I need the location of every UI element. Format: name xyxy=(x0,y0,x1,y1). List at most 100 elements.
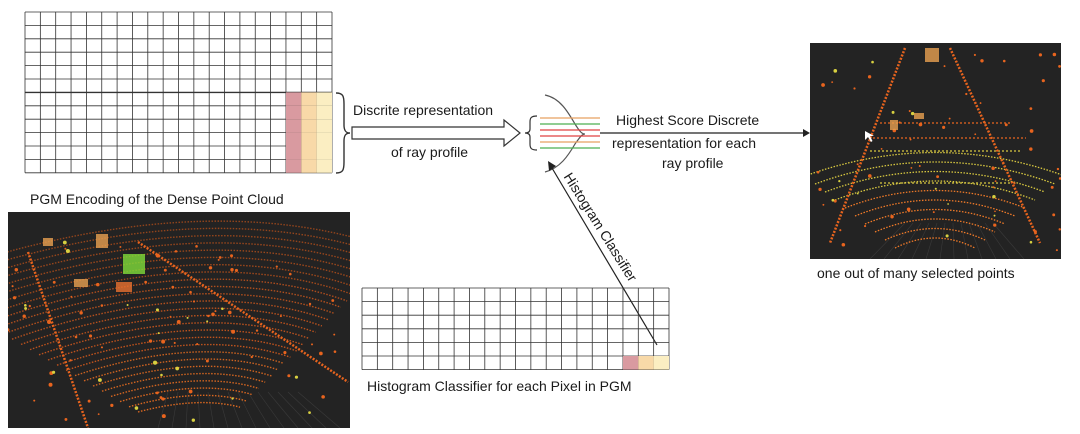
pointcloud-point xyxy=(87,399,91,403)
pgm-highlight-cell xyxy=(285,159,302,173)
pointcloud-point xyxy=(979,102,982,104)
pointcloud-scan-arc xyxy=(29,314,316,351)
pointcloud-scan-arc xyxy=(92,365,272,387)
pointcloud-floor-line xyxy=(992,222,1025,259)
pointcloud-point xyxy=(24,304,27,307)
pointcloud-point xyxy=(8,328,10,332)
pointcloud-point xyxy=(24,306,28,310)
pointcloud-scan-arc xyxy=(65,343,291,372)
pointcloud-point xyxy=(155,391,159,395)
pointcloud-point xyxy=(171,285,175,289)
pointcloud-point xyxy=(100,304,104,307)
pointcloud-road-edge xyxy=(26,251,90,428)
pointcloud-point xyxy=(230,254,234,258)
pointcloud-point xyxy=(838,179,841,183)
pgm-highlight-cell xyxy=(316,105,332,120)
pointcloud-scan-arc xyxy=(47,329,304,361)
pointcloud-road-edge xyxy=(948,47,1042,244)
pointcloud-object xyxy=(925,48,939,62)
pointcloud-point xyxy=(192,300,196,303)
pgm-highlight-cell xyxy=(301,132,317,146)
pointcloud-point xyxy=(208,266,213,270)
pointcloud-point xyxy=(822,203,825,206)
pointcloud-point xyxy=(14,268,19,272)
pointcloud-point xyxy=(308,411,311,414)
pointcloud-point xyxy=(250,355,253,359)
pointcloud-point xyxy=(980,59,984,63)
pointcloud-point xyxy=(974,133,977,136)
pointcloud-object xyxy=(914,113,924,119)
pointcloud-point xyxy=(918,164,921,167)
pointcloud-point xyxy=(119,245,122,248)
pointcloud-point xyxy=(161,397,165,401)
pointcloud-point xyxy=(880,148,883,150)
pointcloud-point xyxy=(234,268,239,273)
pointcloud-point xyxy=(221,307,224,310)
pointcloud-scan-arc xyxy=(8,242,350,277)
pointcloud-point xyxy=(947,203,949,205)
pointcloud-point xyxy=(831,198,835,202)
pointcloud-point xyxy=(230,268,234,272)
pgm-highlight-cell xyxy=(285,92,302,106)
pointcloud-floor-line xyxy=(157,391,169,428)
pointcloud-point xyxy=(97,413,100,416)
dense-point-cloud-image xyxy=(8,212,350,428)
pointcloud-point xyxy=(62,240,67,245)
pointcloud-point xyxy=(1002,161,1005,164)
pointcloud-scan-arc xyxy=(8,264,350,301)
pointcloud-object xyxy=(74,279,88,287)
pointcloud-point xyxy=(22,314,26,318)
pointcloud-scan-arc xyxy=(38,322,310,356)
pointcloud-point xyxy=(100,346,104,349)
pointcloud-point xyxy=(110,403,114,408)
pgm-highlight-cell xyxy=(316,132,332,146)
pointcloud-object xyxy=(123,254,145,274)
pgm-highlight-cell xyxy=(316,119,332,133)
pgm-highlight-cell xyxy=(285,119,302,133)
pointcloud-point xyxy=(227,310,232,315)
pointcloud-point xyxy=(942,125,946,129)
pointcloud-point xyxy=(152,360,158,365)
pointcloud-point xyxy=(1029,240,1033,244)
pointcloud-scan-arc xyxy=(11,300,329,340)
pointcloud-object xyxy=(43,238,53,246)
pointcloud-point xyxy=(818,187,822,192)
pointcloud-point xyxy=(88,334,93,338)
pointcloud-point xyxy=(992,194,996,199)
pointcloud-point xyxy=(934,187,937,190)
cursor-icon xyxy=(865,131,874,142)
discrete-label-line1: Discrite representation xyxy=(353,102,494,118)
pointcloud-point xyxy=(288,272,292,276)
pointcloud-floor-line xyxy=(869,222,906,259)
pointcloud-point xyxy=(993,214,996,217)
pointcloud-point xyxy=(308,302,312,306)
pointcloud-point xyxy=(188,389,193,394)
pointcloud-point xyxy=(973,53,976,57)
pointcloud-scan-arc xyxy=(8,278,348,317)
pointcloud-floor-line xyxy=(207,391,215,428)
pointcloud-scan-arc xyxy=(834,180,1036,201)
pointcloud-point xyxy=(816,170,820,174)
pointcloud-point xyxy=(1058,228,1061,231)
pointcloud-point xyxy=(871,60,874,64)
pointcloud-point xyxy=(74,335,78,339)
pointcloud-scan-arc xyxy=(8,220,350,253)
pointcloud-point xyxy=(174,250,178,253)
pointcloud-point xyxy=(1004,123,1008,127)
highest-score-line1: Highest Score Discrete xyxy=(616,112,760,128)
pointcloud-point xyxy=(932,211,935,214)
pointcloud-point xyxy=(51,370,56,374)
pointcloud-scan-arc xyxy=(137,401,241,413)
pointcloud-point xyxy=(186,316,189,319)
pointcloud-point xyxy=(943,65,946,68)
pointcloud-point xyxy=(987,130,990,133)
pgm-caption: PGM Encoding of the Dense Point Cloud xyxy=(30,191,284,207)
pointcloud-point xyxy=(1029,129,1034,133)
pointcloud-point xyxy=(821,83,825,87)
pointcloud-point xyxy=(205,359,209,363)
